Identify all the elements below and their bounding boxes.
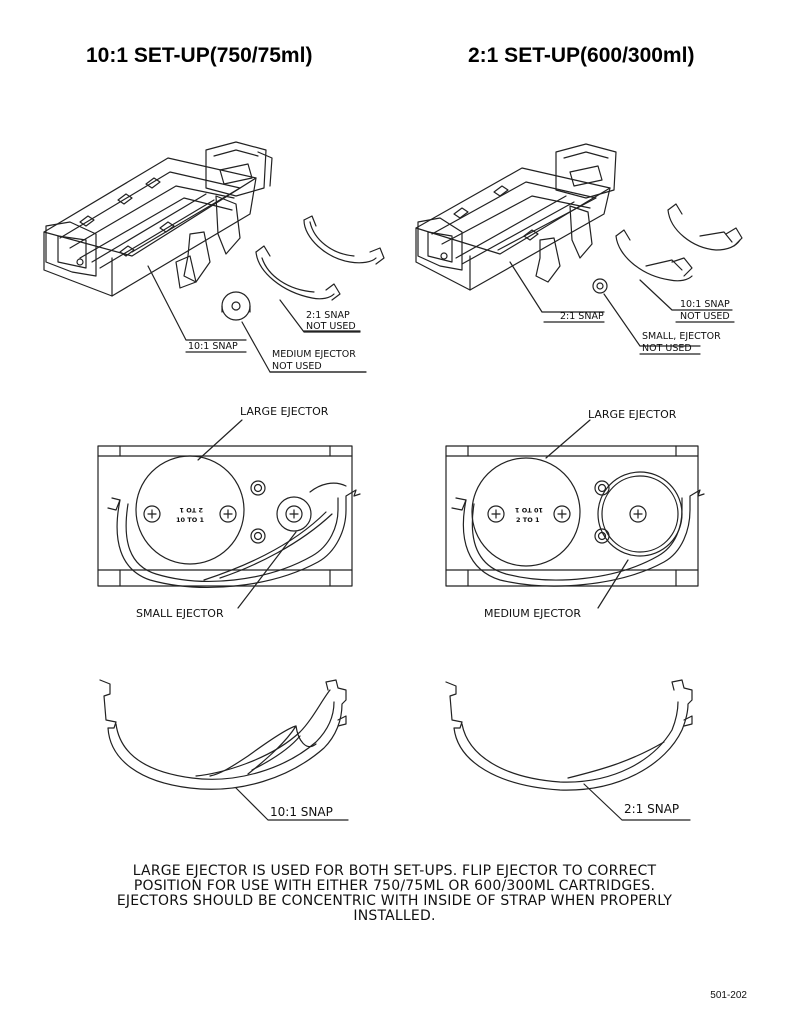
- right-front-view: [445, 445, 705, 587]
- left-loose-2to1-snaps: [255, 215, 385, 301]
- installation-note: LARGE EJECTOR IS USED FOR BOTH SET-UPS. …: [40, 864, 749, 924]
- heading-10to1-setup: 10:1 SET-UP(750/75ml): [86, 44, 313, 67]
- left-ejector-face-line1: 2 TO 1: [179, 506, 203, 514]
- right-applicator-gun: [415, 143, 617, 291]
- label-left-medium-ejector-line1: MEDIUM EJECTOR: [272, 349, 356, 360]
- left-ejector-face-line2: 10 TO 1: [176, 516, 205, 524]
- right-ejector-face-line1: 10 TO 1: [514, 506, 543, 514]
- right-ejector-face-line2: 2 TO 1: [516, 516, 540, 524]
- note-line-1: LARGE EJECTOR IS USED FOR BOTH SET-UPS. …: [132, 863, 657, 879]
- note-line-2: POSITION FOR USE WITH EITHER 750/75ML OR…: [133, 878, 656, 894]
- label-right-101-snap-line1: 10:1 SNAP: [680, 299, 730, 310]
- heading-2to1-setup: 2:1 SET-UP(600/300ml): [468, 44, 695, 67]
- label-left-21-snap-line1: 2:1 SNAP: [306, 310, 350, 321]
- label-right-small-ejector-line1: SMALL, EJECTOR: [642, 331, 721, 342]
- label-right-large-ejector: LARGE EJECTOR: [588, 408, 677, 421]
- label-right-101-snap-line2: NOT USED: [680, 311, 730, 322]
- note-line-4: INSTALLED.: [353, 908, 436, 924]
- label-left-10to1-snap: 10:1 SNAP: [188, 341, 238, 352]
- label-right-small-ejector-line2: NOT USED: [642, 343, 692, 354]
- document-number: 501-202: [710, 990, 747, 1001]
- label-right-medium-ejector: MEDIUM EJECTOR: [484, 607, 581, 620]
- left-profile-10to1-snap: [99, 679, 347, 790]
- right-ejector-face-text-line1-group: 10 TO 1: [514, 506, 543, 514]
- label-right-profile-snap: 2:1 SNAP: [624, 802, 679, 816]
- right-profile-2to1-snap: [445, 679, 693, 791]
- label-left-profile-snap: 10:1 SNAP: [270, 805, 333, 819]
- left-ejector-face-text-line1-group: 2 TO 1: [179, 506, 203, 514]
- label-left-medium-ejector-line2: NOT USED: [272, 361, 322, 372]
- left-applicator-gun: [43, 141, 273, 297]
- left-front-view: [97, 445, 361, 588]
- label-left-small-ejector: SMALL EJECTOR: [136, 607, 224, 620]
- label-left-21-snap-line2: NOT USED: [306, 321, 356, 332]
- label-left-large-ejector: LARGE EJECTOR: [240, 405, 329, 418]
- left-medium-ejector-part: [221, 291, 251, 321]
- label-right-21-snap: 2:1 SNAP: [560, 311, 604, 322]
- right-loose-10to1-snaps: [615, 203, 743, 282]
- right-small-ejector-part: [592, 278, 608, 294]
- note-line-3: EJECTORS SHOULD BE CONCENTRIC WITH INSID…: [116, 893, 673, 909]
